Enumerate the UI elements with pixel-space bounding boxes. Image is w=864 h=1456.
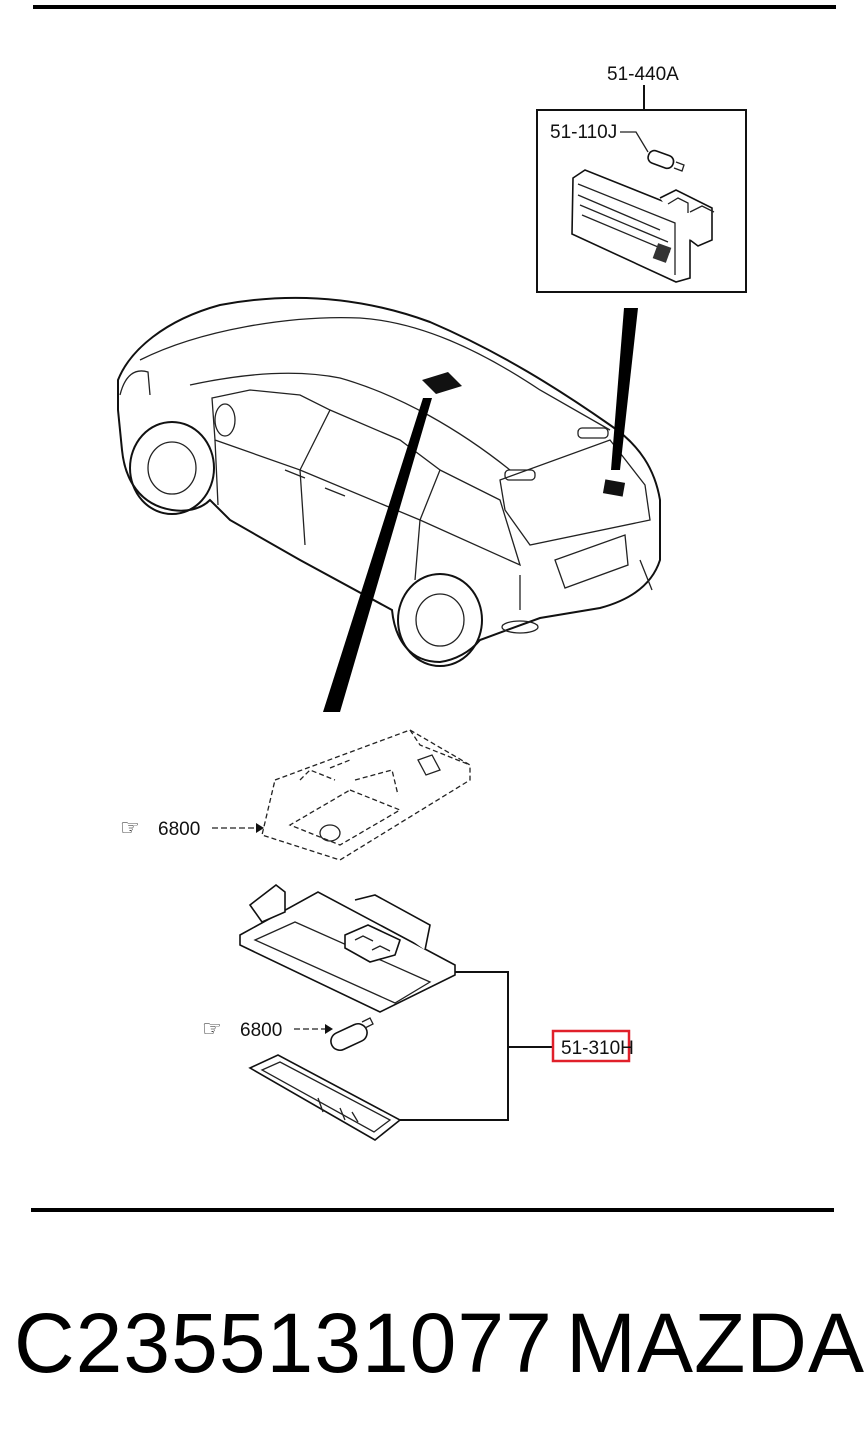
brand-name: MAZDA [566,1296,864,1390]
rear-lamp-callout[interactable]: 51-440A 51-110J [536,64,747,293]
rear-bulb [647,149,685,172]
hand-pointer-icon: ☞ [120,816,140,841]
hand-pointer-icon: ☞ [202,1017,222,1042]
roof-bracket [261,729,471,861]
torque-callout-lower[interactable]: ☞ 6800 [202,1017,333,1042]
vehicle-illustration [117,296,661,667]
assembly-bracket-line [400,971,553,1121]
map-lamp-lens [248,1054,402,1141]
map-lamp-housing [239,883,456,1013]
label-51-440A: 51-440A [607,64,679,85]
highlight-box [551,1029,631,1063]
label-51-110J: 51-110J [550,122,617,143]
label-6800-upper: 6800 [158,819,200,840]
torque-callout-upper[interactable]: ☞ 6800 [120,816,264,841]
front-lamp-callout[interactable]: 51-310H [551,1029,634,1063]
rear-lamp-location [602,479,626,497]
part-number: C2355131077 [14,1296,553,1390]
label-6800-lower: 6800 [240,1020,282,1041]
front-bulb [330,1017,374,1052]
rear-lamp-housing [571,169,715,283]
leader-wedge-rear [611,308,638,470]
leader-wedge-front [323,398,432,712]
label-51-310H: 51-310H [561,1038,634,1059]
front-lamp-location [422,372,462,394]
